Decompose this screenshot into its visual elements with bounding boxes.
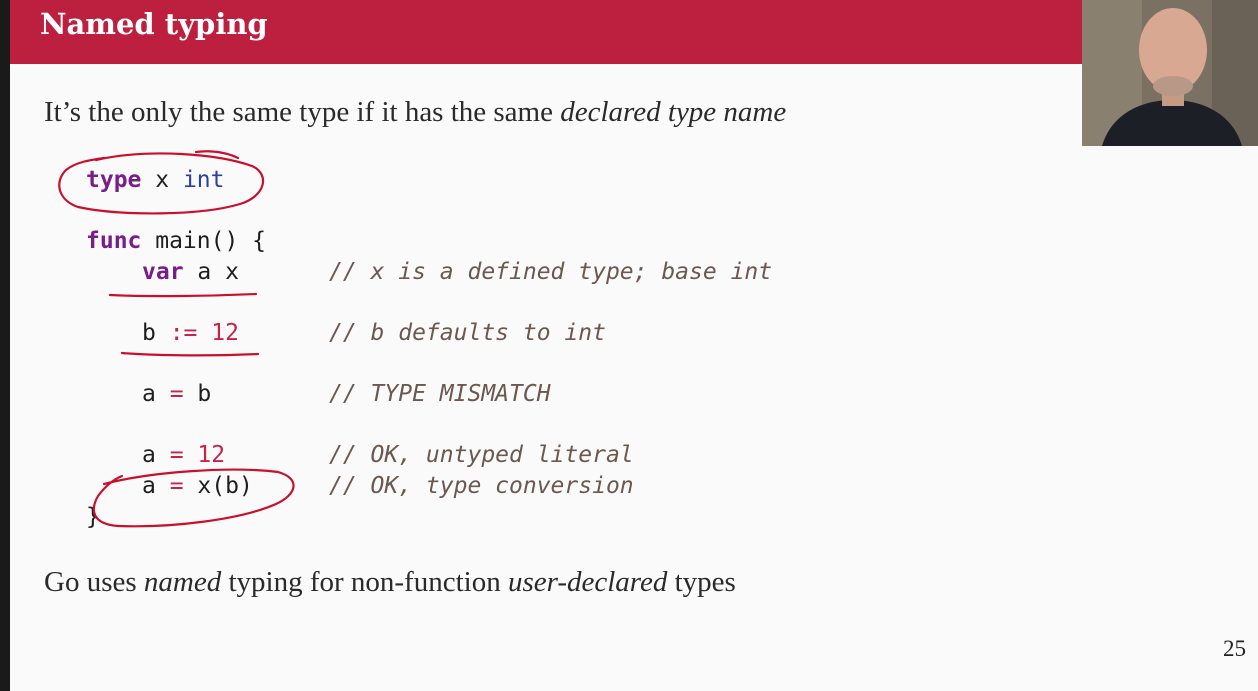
- footer-statement: Go uses named typing for non-function us…: [44, 566, 736, 599]
- literal: 12: [197, 442, 226, 468]
- code-text: x: [141, 167, 183, 193]
- code-text: a x: [183, 259, 239, 285]
- keyword: type: [86, 167, 142, 193]
- code-comment-4: // b defaults to int: [329, 320, 606, 346]
- code-text: main() {: [141, 228, 267, 254]
- code-text: x(b): [183, 473, 253, 499]
- code-line-5: a = b: [142, 380, 211, 408]
- slide-title: Named typing: [40, 7, 268, 41]
- code-line-6: a = 12: [142, 441, 225, 469]
- code-text: a: [142, 381, 170, 407]
- code-text: a: [142, 442, 170, 468]
- statement-emphasis: declared type name: [560, 96, 787, 128]
- code-space: [197, 320, 211, 346]
- presenter-icon: [1082, 0, 1258, 146]
- statement-text: It’s the only the same type if it has th…: [44, 96, 561, 128]
- code-line-8: }: [86, 504, 100, 530]
- operator: :=: [169, 320, 198, 346]
- footer-emphasis: user-declared: [507, 566, 668, 598]
- code-line-1: type x int: [86, 166, 224, 194]
- page-number: 25: [1223, 636, 1246, 661]
- type-name: int: [182, 167, 225, 193]
- footer-text: typing for non-function: [221, 566, 508, 598]
- operator: =: [169, 381, 184, 407]
- literal: 12: [211, 320, 239, 346]
- code-text: b: [142, 320, 170, 346]
- keyword: func: [86, 228, 142, 254]
- code-line-4: b := 12: [142, 319, 239, 347]
- code-comment-6: // OK, untyped literal: [329, 442, 634, 468]
- operator: =: [169, 473, 184, 499]
- code-text: a: [142, 473, 170, 499]
- code-comment-5: // TYPE MISMATCH: [329, 381, 551, 407]
- code-text: b: [183, 381, 212, 407]
- statement: It’s the only the same type if it has th…: [44, 96, 786, 129]
- code-comment-3: // x is a defined type; base int: [329, 259, 773, 285]
- presenter-video: [1082, 0, 1258, 146]
- operator: =: [169, 442, 184, 468]
- footer-text: types: [667, 566, 736, 598]
- footer-emphasis: named: [143, 566, 222, 598]
- code-line-2: func main() {: [86, 227, 266, 255]
- footer-text: Go uses: [44, 566, 144, 598]
- code-line-7: a = x(b): [142, 472, 253, 500]
- code-comment-7: // OK, type conversion: [329, 473, 634, 499]
- title-bar: [10, 0, 1082, 64]
- slide: [10, 0, 1258, 691]
- keyword: var: [142, 259, 184, 285]
- code-line-3: var a x: [142, 258, 239, 286]
- code-space: [184, 442, 198, 468]
